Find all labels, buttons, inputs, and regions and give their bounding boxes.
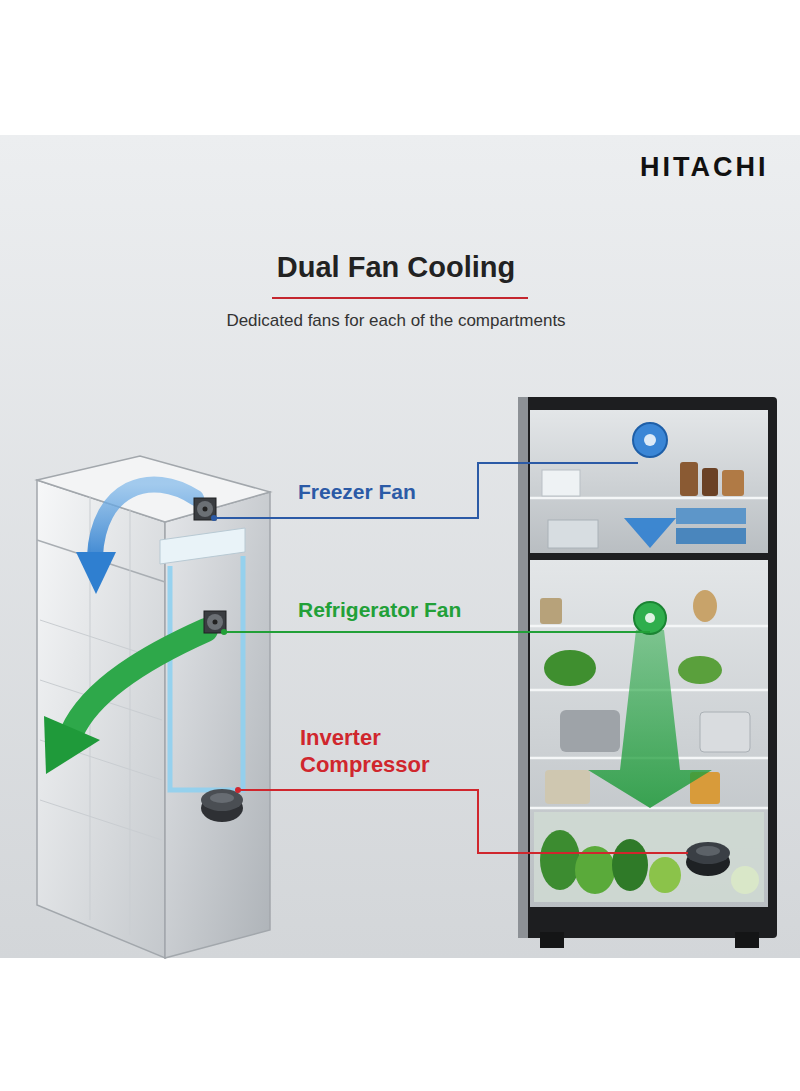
illustration-part xyxy=(210,793,234,803)
fridge-body xyxy=(518,397,777,938)
callout-label: Refrigerator Fan xyxy=(298,597,508,622)
fridge-foot xyxy=(540,932,564,948)
leader-dot xyxy=(221,629,227,635)
illustration-part xyxy=(548,520,598,548)
illustration-part xyxy=(686,842,730,864)
title-underline xyxy=(272,297,528,299)
illustration-part xyxy=(700,712,750,752)
leader-dot xyxy=(235,787,241,793)
illustration-part xyxy=(696,846,720,856)
fridge-door-edge xyxy=(518,397,528,938)
fridge-airflow-arrow xyxy=(72,630,206,732)
illustration-part xyxy=(213,620,218,625)
illustration-part xyxy=(197,501,213,517)
callout-label: Inverter Compressor xyxy=(300,724,465,778)
illustration-part xyxy=(130,509,131,935)
illustration-part xyxy=(560,710,620,752)
illustration-part xyxy=(731,866,759,894)
illustration-part xyxy=(588,630,712,808)
leader-dot xyxy=(211,515,217,521)
illustration-part xyxy=(678,656,722,684)
callout-label: Freezer Fan xyxy=(298,479,468,504)
illustration-part xyxy=(207,614,223,630)
shelves xyxy=(530,498,768,808)
illustration-part xyxy=(693,590,717,622)
fridge-interior xyxy=(530,560,768,907)
freezer-fan-icon xyxy=(194,498,216,520)
illustration-part xyxy=(649,857,681,893)
crisper xyxy=(534,812,764,902)
illustration-part xyxy=(676,528,746,544)
diagram-subtitle: Dedicated fans for each of the compartme… xyxy=(0,311,796,331)
illustration-part xyxy=(634,602,666,634)
illustration-part xyxy=(40,800,162,840)
illustration-part xyxy=(542,470,580,496)
illustration-part xyxy=(194,498,216,520)
shelf-lines xyxy=(40,496,162,935)
refrigerator-leader xyxy=(224,631,650,633)
illustration-part xyxy=(680,462,698,496)
compressor-icon xyxy=(201,789,243,822)
illustration-part xyxy=(644,434,656,446)
illustration-part xyxy=(676,508,746,524)
cabinet-schematic xyxy=(37,456,270,958)
illustration-part xyxy=(702,468,718,496)
illustration-part xyxy=(612,839,648,891)
diagram-title: Dual Fan Cooling xyxy=(0,250,796,285)
fridge-airflow-head xyxy=(44,716,100,774)
vegetables xyxy=(540,830,759,894)
freezer-leader xyxy=(214,463,638,518)
compressor-leader xyxy=(238,790,688,853)
illustration-part xyxy=(203,507,208,512)
compressor-photo xyxy=(686,842,730,876)
freezer-airflow-head xyxy=(76,552,116,594)
illustration-part xyxy=(645,613,655,623)
illustration-part xyxy=(624,518,676,548)
cabinet-right-face xyxy=(165,492,270,958)
freezer-interior xyxy=(530,410,768,553)
brand-logo: HITACHI xyxy=(640,151,790,183)
illustration-part xyxy=(540,830,580,890)
illustration-part xyxy=(545,770,590,804)
air-duct xyxy=(170,556,243,790)
illustration-part xyxy=(540,598,562,624)
illustration-part xyxy=(722,470,744,496)
illustration-part xyxy=(633,423,667,457)
illustration-part xyxy=(544,650,596,686)
freezer-fan-photo xyxy=(624,423,676,548)
evaporator xyxy=(160,528,245,564)
freezer-airflow-arrow xyxy=(95,484,196,556)
leader-lines xyxy=(214,463,688,853)
refrigerator-photo xyxy=(518,397,777,948)
fridge-foot xyxy=(735,932,759,948)
